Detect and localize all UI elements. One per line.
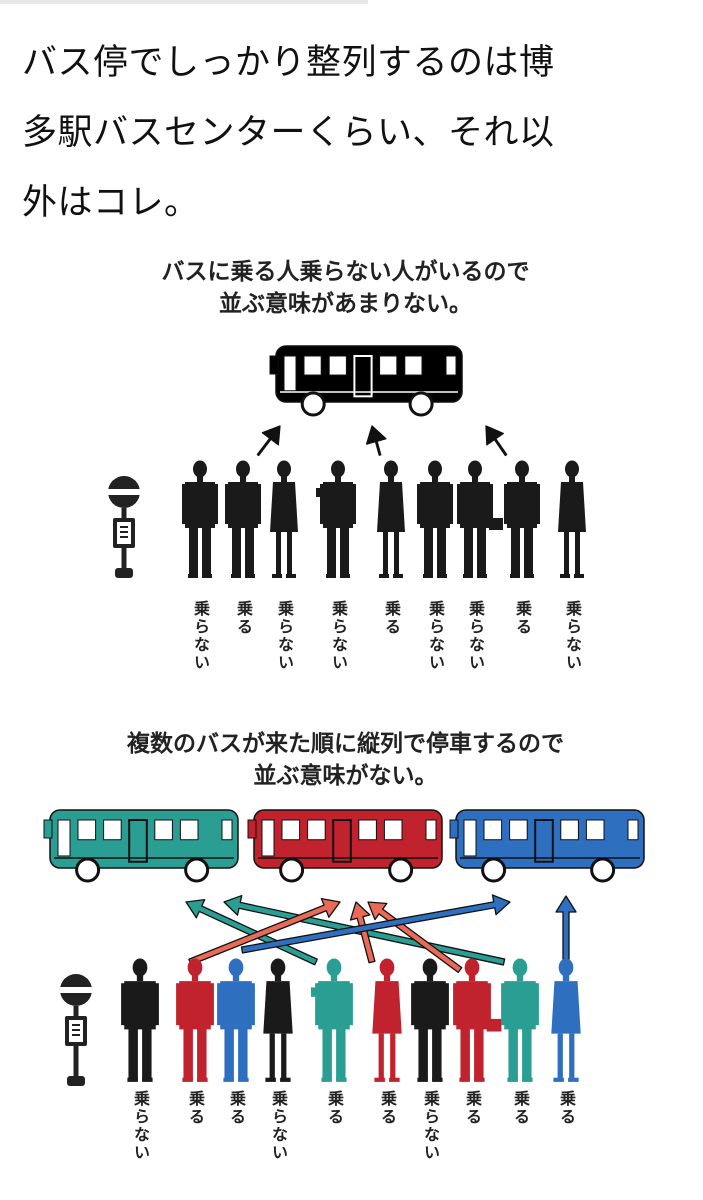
- ride-label: 乗る: [378, 1090, 396, 1126]
- ride-label: 乗らない: [275, 600, 293, 672]
- boarding-arrow: [486, 426, 507, 455]
- person-silhouette: [551, 959, 580, 1082]
- person-silhouette: [182, 461, 218, 579]
- ride-label: 乗る: [513, 600, 531, 636]
- ride-label: 乗る: [186, 1090, 204, 1126]
- ride-label: 乗らない: [269, 1090, 287, 1162]
- ride-label: 乗る: [382, 600, 400, 636]
- bus-colored: [248, 810, 442, 881]
- bus-stop-sign: [107, 476, 141, 578]
- person-silhouette: [372, 959, 401, 1082]
- ride-label: 乗る: [557, 1090, 575, 1126]
- bus-stop-sign: [59, 974, 93, 1086]
- ride-label: 乗る: [463, 1090, 481, 1126]
- boarding-arrow: [556, 896, 576, 962]
- bus-colored: [44, 810, 238, 881]
- ride-label: 乗らない: [426, 600, 444, 672]
- person-silhouette: [417, 461, 453, 579]
- post-text-line: 多駅バスセンターくらい、それ以: [22, 98, 682, 168]
- ride-label: 乗る: [234, 600, 252, 636]
- post-text-line: 外はコレ。: [22, 168, 682, 238]
- person-silhouette: [457, 461, 503, 579]
- person-silhouette: [501, 959, 539, 1082]
- person-silhouette: [311, 959, 353, 1082]
- person-silhouette: [316, 461, 356, 579]
- ride-label: 乗らない: [563, 600, 581, 672]
- boarding-arrow: [257, 426, 280, 455]
- boarding-arrow: [367, 426, 386, 455]
- illustration-canvas: [0, 250, 703, 1200]
- person-silhouette: [225, 461, 261, 579]
- top-divider: [0, 0, 368, 4]
- person-silhouette: [217, 959, 255, 1082]
- person-silhouette: [176, 959, 214, 1082]
- person-silhouette: [453, 959, 501, 1082]
- post-text-line: バス停でしっかり整列するのは博: [22, 28, 682, 98]
- bus-colored: [450, 810, 644, 881]
- person-silhouette: [263, 959, 292, 1082]
- ride-label: 乗る: [511, 1090, 529, 1126]
- ride-label: 乗る: [227, 1090, 245, 1126]
- person-silhouette: [377, 461, 405, 579]
- ride-label: 乗らない: [466, 600, 484, 672]
- ride-label: 乗らない: [329, 600, 347, 672]
- bus-black: [270, 346, 462, 415]
- person-silhouette: [121, 959, 159, 1082]
- post-text: バス停でしっかり整列するのは博 多駅バスセンターくらい、それ以 外はコレ。: [22, 28, 682, 238]
- person-silhouette: [504, 461, 540, 579]
- person-silhouette: [558, 461, 586, 579]
- person-silhouette: [411, 959, 449, 1082]
- ride-label: 乗る: [325, 1090, 343, 1126]
- ride-label: 乗らない: [191, 600, 209, 672]
- ride-label: 乗らない: [421, 1090, 439, 1162]
- attached-illustration[interactable]: バスに乗る人乗らない人がいるので 並ぶ意味があまりない。 複数のバスが来た順に縦…: [0, 250, 703, 1200]
- person-silhouette: [270, 461, 298, 579]
- ride-label: 乗らない: [131, 1090, 149, 1162]
